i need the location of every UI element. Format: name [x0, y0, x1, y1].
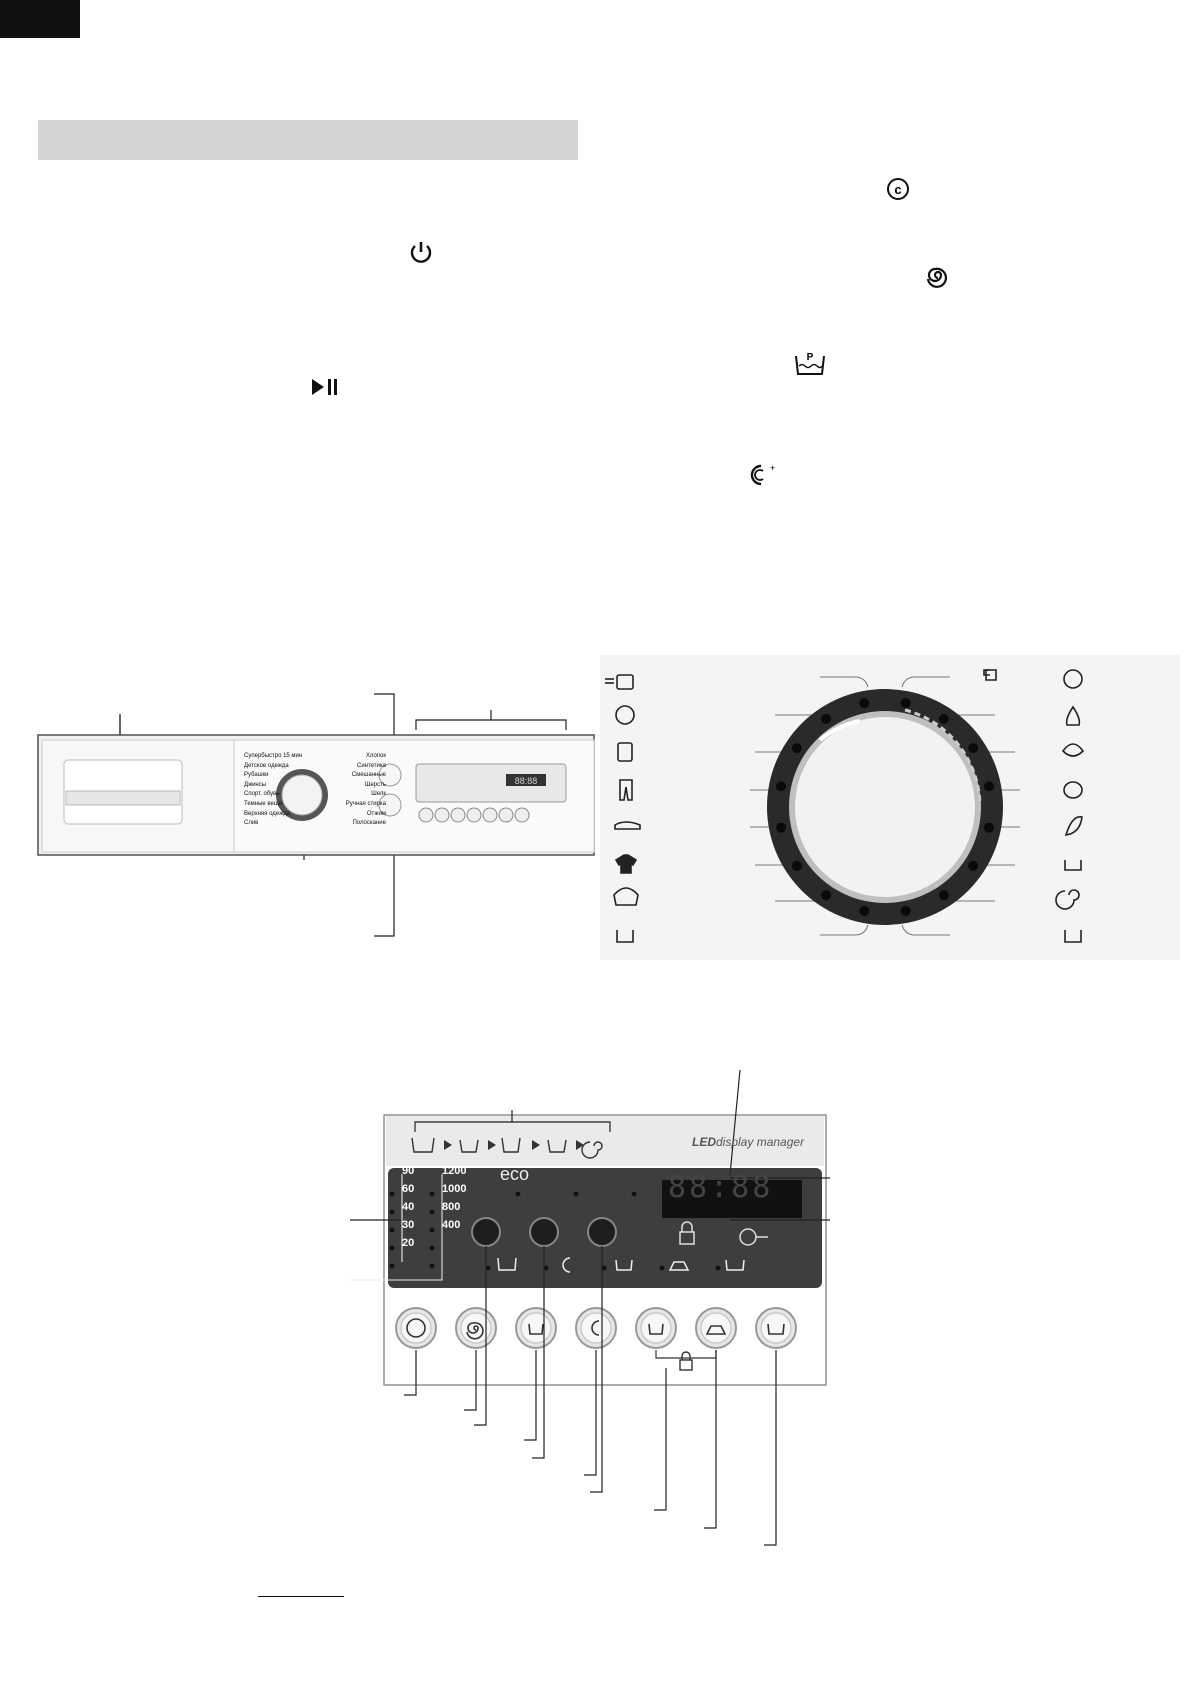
temp-40: 40 — [402, 1201, 415, 1213]
temp-60: 60 — [402, 1183, 415, 1195]
night-moon-icon: + — [750, 463, 775, 486]
spin-800: 800 — [442, 1201, 461, 1213]
programs-right-list: Хлопок Синтетика Смешанные Шерсть Шелк Р… — [328, 752, 386, 829]
dial-dot — [983, 822, 994, 833]
dial-dot — [821, 890, 832, 901]
program-label: Хлопок — [365, 753, 386, 759]
program-label: Шерсть — [364, 781, 386, 788]
dial-dot — [983, 781, 994, 792]
dial-dot — [791, 860, 802, 871]
temperature-list: 90 60 40 30 20 — [402, 1162, 414, 1252]
dial-dot — [938, 890, 949, 901]
detail-control-panel — [350, 1069, 830, 1546]
spin-speed-list: 1200 1000 800 400 — [442, 1162, 466, 1234]
programs-left-list: Супербыстро 15 мин Детское одежда Рубашк… — [244, 752, 314, 829]
led-display: 88:88 — [668, 1170, 774, 1205]
dial-dot — [938, 713, 949, 724]
svg-text:+: + — [770, 463, 775, 473]
dial-dot — [859, 905, 870, 916]
program-label: Спорт. обувь — [244, 791, 280, 798]
spin-400: 400 — [442, 1219, 461, 1231]
program-label: Верхняя одежда — [244, 810, 290, 817]
dial-dot — [859, 698, 870, 709]
quick-c-icon: c — [887, 178, 909, 200]
program-label: Смешанные — [351, 772, 386, 779]
program-label: Супербыстро 15 мин — [244, 753, 303, 759]
spin-1000: 1000 — [442, 1183, 467, 1195]
program-label: Темные вещи — [244, 800, 283, 807]
eco-label: eco — [500, 1164, 530, 1184]
spin-1200: 1200 — [442, 1165, 467, 1177]
dial-dot — [776, 822, 787, 833]
footnote-rule — [258, 1596, 344, 1597]
dial-dot — [900, 905, 911, 916]
program-label: Рубашки — [244, 772, 269, 779]
dial-dot — [776, 781, 787, 792]
program-label: Слив — [244, 820, 259, 827]
temp-90: 90 — [402, 1165, 415, 1177]
temp-20: 20 — [402, 1237, 415, 1249]
temp-30: 30 — [402, 1219, 415, 1231]
svg-text:88:88: 88:88 — [515, 776, 538, 786]
program-label: Детское одежда — [244, 762, 289, 769]
play-pause-icon — [312, 379, 337, 395]
program-label: Синтетика — [356, 762, 386, 769]
dial-dot — [968, 743, 979, 754]
prewash-p-icon: P — [795, 352, 825, 375]
program-label: Шелк — [371, 791, 386, 798]
program-dial-figure — [600, 655, 1180, 960]
brand-logo: LEDdisplay manager — [692, 1135, 804, 1149]
dial-dot — [821, 713, 832, 724]
section-title-bar — [38, 120, 578, 160]
dial-dot — [968, 860, 979, 871]
control-panel-overview: 88:88 — [37, 693, 595, 937]
header-black-tab — [0, 0, 80, 38]
program-label: Полоскание — [352, 820, 386, 827]
svg-text:P: P — [807, 352, 814, 363]
brand-display: display — [716, 1135, 754, 1149]
program-label: Ручная стирка — [345, 800, 386, 807]
program-label: Отжим — [366, 810, 386, 817]
dial-dot — [900, 698, 911, 709]
brand-manager: manager — [756, 1135, 805, 1149]
program-label: Джинсы — [244, 781, 267, 788]
dial-dot — [791, 743, 802, 754]
brand-led: LED — [692, 1135, 716, 1149]
power-icon — [410, 242, 432, 263]
svg-text:c: c — [894, 182, 901, 197]
spin-swirl-icon — [926, 267, 947, 288]
